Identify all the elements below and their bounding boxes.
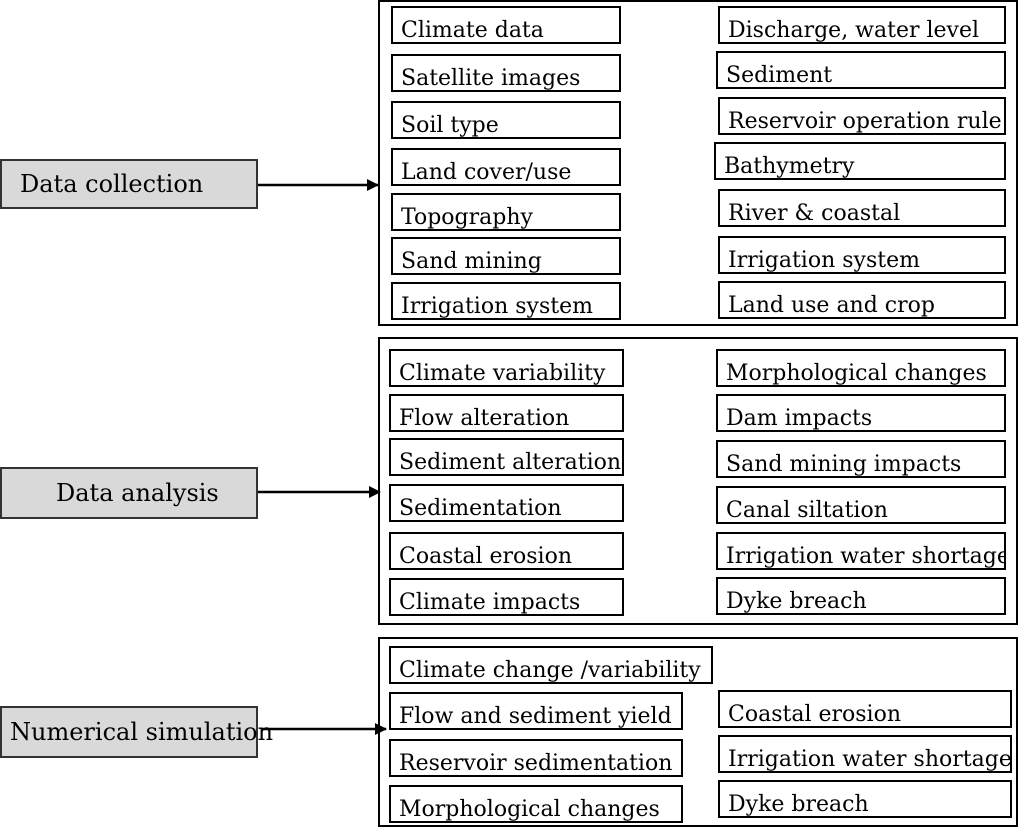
- item-data-analysis-right-1: Dam impacts: [716, 394, 1006, 432]
- group-data-analysis: [378, 337, 1018, 625]
- item-numerical-simulation-left-0: Climate change /variability: [389, 646, 713, 684]
- item-data-collection-right-5: Irrigation system: [718, 236, 1006, 274]
- group-data-collection: [378, 0, 1018, 326]
- item-data-collection-right-1: Sediment: [716, 51, 1006, 89]
- item-data-analysis-right-5: Dyke breach: [716, 577, 1006, 615]
- item-data-collection-left-1: Satellite images: [391, 54, 621, 92]
- item-data-analysis-right-2: Sand mining impacts: [716, 440, 1006, 478]
- item-data-analysis-left-0: Climate variability: [389, 349, 624, 387]
- item-data-analysis-left-1: Flow alteration: [389, 394, 624, 432]
- item-data-collection-left-6: Irrigation system: [391, 282, 621, 320]
- item-numerical-simulation-right-1: Irrigation water shortage: [718, 735, 1012, 773]
- item-data-analysis-right-0: Morphological changes: [716, 349, 1006, 387]
- item-data-collection-right-6: Land use and crop: [718, 281, 1006, 319]
- stage-label-data-analysis: Data analysis: [0, 467, 258, 519]
- item-data-collection-right-3: Bathymetry: [714, 142, 1006, 180]
- item-numerical-simulation-left-1: Flow and sediment yield: [389, 692, 683, 730]
- item-data-analysis-left-4: Coastal erosion: [389, 532, 624, 570]
- item-data-analysis-left-5: Climate impacts: [389, 578, 624, 616]
- item-numerical-simulation-left-3: Morphological changes: [389, 785, 683, 823]
- item-data-collection-right-0: Discharge, water level: [718, 6, 1006, 44]
- stage-label-text: Data collection: [20, 170, 204, 198]
- stage-label-data-collection: Data collection: [0, 159, 258, 209]
- item-data-analysis-right-4: Irrigation water shortage: [716, 532, 1006, 570]
- item-data-analysis-right-3: Canal siltation: [716, 486, 1006, 524]
- item-data-analysis-left-2: Sediment alteration: [389, 438, 624, 476]
- item-numerical-simulation-left-2: Reservoir sedimentation: [389, 739, 683, 777]
- group-numerical-simulation: [378, 637, 1018, 827]
- item-data-collection-left-2: Soil type: [391, 101, 621, 139]
- stage-label-numerical-simulation: Numerical simulation: [0, 706, 273, 758]
- item-data-collection-left-4: Topography: [391, 193, 621, 231]
- item-data-collection-left-0: Climate data: [391, 6, 621, 44]
- item-numerical-simulation-right-0: Coastal erosion: [718, 690, 1012, 728]
- stage-label-text: Data analysis: [56, 479, 219, 507]
- stage-label-text: Numerical simulation: [10, 718, 274, 746]
- item-data-collection-right-2: Reservoir operation rule: [718, 97, 1006, 135]
- item-data-collection-left-3: Land cover/use: [391, 148, 621, 186]
- item-numerical-simulation-right-2: Dyke breach: [718, 780, 1012, 818]
- item-data-collection-right-4: River & coastal: [718, 189, 1006, 227]
- item-data-analysis-left-3: Sedimentation: [389, 484, 624, 522]
- item-data-collection-left-5: Sand mining: [391, 237, 621, 275]
